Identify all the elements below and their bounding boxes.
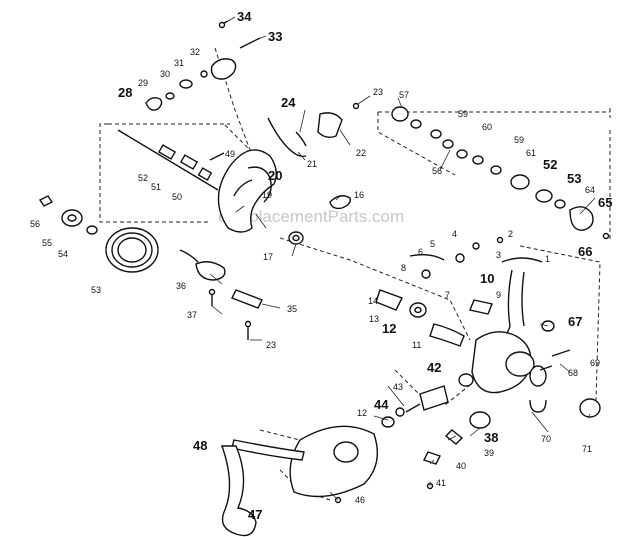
bail-trip-group [179, 249, 263, 340]
part-label-11: 11 [412, 340, 421, 350]
part-label-13: 13 [369, 314, 379, 324]
part-label-37: 37 [187, 310, 197, 320]
part-label-40: 40 [456, 461, 466, 471]
part-label-5: 5 [430, 239, 435, 249]
part-label-41: 41 [436, 478, 446, 488]
part-label-42: 42 [427, 360, 441, 375]
spool-group [38, 195, 159, 273]
part-label-8: 8 [401, 263, 406, 273]
part-label-22: 22 [356, 148, 366, 158]
part-label-1: 1 [545, 254, 550, 264]
part-label-50: 50 [172, 192, 182, 202]
part-label-61: 61 [526, 148, 536, 158]
part-label-56-right: 56 [432, 166, 442, 176]
part-label-68: 68 [568, 368, 578, 378]
part-label-67: 67 [568, 314, 582, 329]
gear-handle-group [221, 385, 491, 537]
part-label-46: 46 [355, 495, 365, 505]
part-label-70: 70 [541, 434, 551, 444]
part-label-51: 51 [151, 182, 161, 192]
part-label-20: 20 [268, 168, 282, 183]
oscillation-group [375, 236, 504, 387]
part-label-54: 54 [58, 249, 68, 259]
part-label-12-mid: 12 [382, 321, 396, 336]
part-label-2: 2 [508, 229, 513, 239]
part-label-38: 38 [484, 430, 498, 445]
bail-wire-group [267, 102, 360, 158]
part-label-23-top: 23 [373, 87, 383, 97]
main-shaft-group [117, 129, 225, 191]
part-label-71: 71 [582, 444, 592, 454]
part-label-48: 48 [193, 438, 207, 453]
part-label-30: 30 [160, 69, 170, 79]
part-label-52-left: 52 [138, 173, 148, 183]
part-label-43: 43 [393, 382, 403, 392]
part-label-66: 66 [578, 244, 592, 259]
part-label-28: 28 [118, 85, 132, 100]
part-label-10: 10 [480, 271, 494, 286]
part-number-labels: 34 33 32 31 30 29 28 24 23 22 21 20 49 5… [30, 9, 612, 522]
part-label-39: 39 [484, 448, 494, 458]
part-label-23-bottom: 23 [266, 340, 276, 350]
watermark-text: eReplacementParts.com [218, 207, 404, 226]
part-label-34: 34 [237, 9, 252, 24]
part-label-59a: 59 [458, 109, 468, 119]
part-label-16: 16 [354, 190, 364, 200]
part-label-32: 32 [190, 47, 200, 57]
part-label-33: 33 [268, 29, 282, 44]
part-label-3: 3 [496, 250, 501, 260]
part-label-12-bottom: 12 [357, 408, 367, 418]
part-label-35: 35 [287, 304, 297, 314]
leader-lines [209, 16, 596, 501]
part-label-14: 14 [368, 296, 378, 306]
part-label-57: 57 [399, 90, 409, 100]
rotor-part [217, 149, 277, 233]
part-label-24: 24 [281, 95, 296, 110]
part-label-55: 55 [42, 238, 52, 248]
part-label-69: 69 [590, 358, 600, 368]
drag-stack-group [391, 106, 610, 240]
part-label-47: 47 [248, 507, 262, 522]
part-label-53-left: 53 [91, 285, 101, 295]
part-label-6: 6 [418, 247, 423, 257]
part-label-56-left: 56 [30, 219, 40, 229]
part-label-36: 36 [176, 281, 186, 291]
part-label-65: 65 [598, 195, 612, 210]
part-label-53-right: 53 [567, 171, 581, 186]
part-label-9: 9 [496, 290, 501, 300]
part-label-44: 44 [374, 397, 389, 412]
part-label-31: 31 [174, 58, 184, 68]
bail-arm-part-group [145, 20, 261, 111]
part-label-19: 19 [262, 190, 272, 200]
part-label-64: 64 [585, 185, 595, 195]
part-label-7: 7 [445, 290, 450, 300]
part-label-59b: 59 [514, 135, 524, 145]
part-label-17: 17 [263, 252, 273, 262]
part-label-60: 60 [482, 122, 492, 132]
reel-body-group [471, 257, 601, 418]
part-label-4: 4 [452, 229, 457, 239]
assembly-guide-lines [99, 47, 611, 501]
part-label-29: 29 [138, 78, 148, 88]
part-label-52-right: 52 [543, 157, 557, 172]
part-label-21: 21 [307, 159, 317, 169]
part-label-49: 49 [225, 149, 235, 159]
